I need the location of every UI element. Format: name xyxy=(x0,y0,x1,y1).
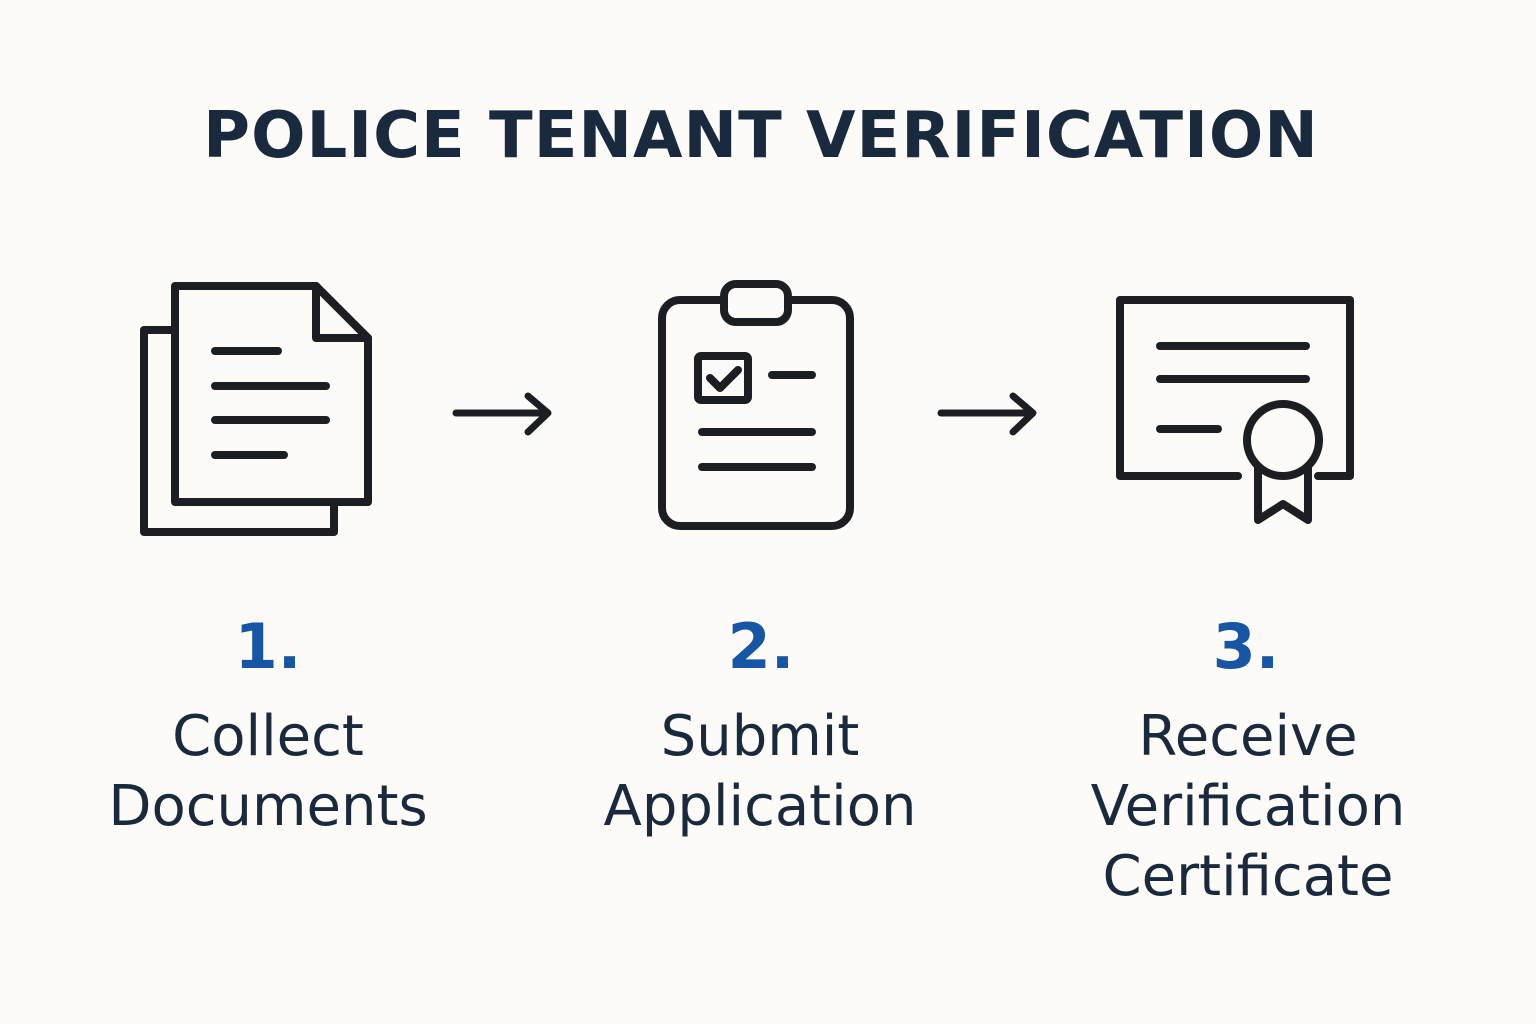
documents-icon xyxy=(138,280,378,544)
step-label-line: Submit xyxy=(660,704,860,769)
step-label-line: Receive xyxy=(1138,704,1358,769)
certificate-icon xyxy=(1112,294,1362,530)
step-number-3: 3. xyxy=(1212,610,1280,683)
step-label-line: Application xyxy=(603,774,917,839)
step-label-1: Collect Documents xyxy=(68,702,468,842)
step-label-2: Submit Application xyxy=(560,702,960,842)
step-number-2: 2. xyxy=(727,610,795,683)
step-label-line: Verification xyxy=(1090,774,1406,839)
step-label-3: Receive Verification Certificate xyxy=(1048,702,1448,912)
arrow-right-icon xyxy=(935,390,1045,444)
step-label-line: Collect xyxy=(172,704,364,769)
step-label-line: Certificate xyxy=(1102,844,1394,909)
diagram-title: POLICE TENANT VERIFICATION xyxy=(203,99,1319,173)
step-number-1: 1. xyxy=(234,610,302,683)
step-label-line: Documents xyxy=(108,774,428,839)
clipboard-checklist-icon xyxy=(656,278,856,534)
arrow-right-icon xyxy=(450,390,560,444)
